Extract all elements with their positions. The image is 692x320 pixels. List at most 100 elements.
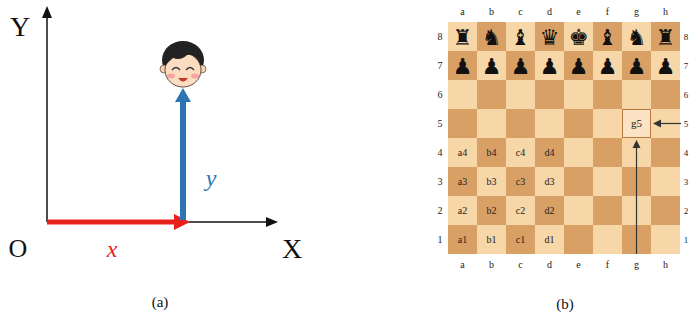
board-square [448, 138, 477, 167]
rank-number: 5 [438, 119, 443, 129]
square-name: a2 [458, 206, 467, 216]
y-axis [46, 18, 48, 222]
board-square [448, 80, 477, 109]
coordinate-label: x [107, 237, 118, 261]
axes [42, 6, 278, 230]
board-square [593, 196, 622, 225]
chess-piece: ♞ [482, 27, 502, 49]
chess-piece: ♞ [627, 27, 647, 49]
rank-number: 3 [684, 177, 689, 186]
file-letter: e [576, 260, 580, 270]
board-square [477, 167, 506, 196]
file-letter: c [518, 260, 522, 270]
chess-piece: ♜ [656, 27, 676, 49]
y-vector [180, 101, 186, 220]
file-letter: c [518, 7, 522, 17]
chess-piece: ♝ [598, 27, 618, 49]
board-square [477, 109, 506, 138]
origin-label: O [9, 236, 28, 262]
rank-number: 3 [438, 177, 443, 187]
board-square [651, 80, 680, 109]
square-name: c4 [516, 148, 525, 158]
board-square [448, 225, 477, 254]
file-letter: f [606, 7, 609, 17]
highlighted-square: g5 [622, 109, 651, 138]
board-square [564, 51, 593, 80]
y-vector-head [175, 88, 191, 102]
chess-piece: ♚ [569, 27, 589, 49]
board-square [477, 196, 506, 225]
board-square [448, 51, 477, 80]
board-square [506, 225, 535, 254]
square-name: b1 [487, 235, 497, 245]
rank-number: 1 [438, 235, 443, 245]
eye [172, 68, 180, 71]
chess-pawn: ♟ [453, 56, 473, 78]
board-square [506, 138, 535, 167]
square-name: d2 [545, 206, 555, 216]
board-square [593, 22, 622, 51]
board-square [564, 225, 593, 254]
rank-number: 1 [684, 235, 689, 244]
board-square [477, 22, 506, 51]
square-name: c2 [516, 206, 525, 216]
mouth [178, 78, 188, 82]
board-square [593, 80, 622, 109]
file-letter: b [489, 260, 494, 270]
rank-number: 5 [684, 119, 689, 128]
board-square [593, 109, 622, 138]
board-square [622, 80, 651, 109]
file-letter: a [460, 260, 464, 270]
eye [186, 68, 194, 71]
chess-piece: ♝ [511, 27, 531, 49]
board-square [535, 109, 564, 138]
rank-number: 6 [684, 90, 689, 99]
chess-piece: ♛ [540, 27, 560, 49]
pointer-line [636, 147, 637, 254]
board-square [535, 80, 564, 109]
file-letter: d [547, 7, 552, 17]
board-square [622, 22, 651, 51]
board-square [564, 138, 593, 167]
square-name: c3 [516, 177, 525, 187]
boy-head [160, 41, 206, 87]
rank-number: 7 [438, 61, 443, 71]
board-square [477, 138, 506, 167]
board-square [448, 196, 477, 225]
square-name: d1 [545, 235, 555, 245]
file-letter: f [606, 260, 609, 270]
panel-label: (a) [152, 295, 169, 310]
axis-name: Y [10, 13, 30, 41]
rank-number: 2 [684, 206, 689, 215]
cheek [167, 74, 175, 79]
file-letter: b [489, 7, 494, 17]
board-square [506, 196, 535, 225]
chess-pawn: ♟ [511, 56, 531, 78]
file-letter: g [634, 7, 639, 17]
board-square [593, 225, 622, 254]
board-square [651, 51, 680, 80]
board-square [506, 80, 535, 109]
y-axis-head [42, 6, 52, 18]
x-axis-head [266, 217, 278, 227]
square-name: d4 [545, 148, 555, 158]
board-square [564, 196, 593, 225]
square-name: c1 [516, 235, 525, 245]
chess-pawn: ♟ [569, 56, 589, 78]
bangs [165, 45, 202, 66]
chess-pawn: ♟ [540, 56, 560, 78]
board-square [477, 51, 506, 80]
cheek [191, 74, 199, 79]
board-square [448, 22, 477, 51]
board-square [506, 51, 535, 80]
rank-number: 8 [684, 32, 689, 41]
board-square [448, 109, 477, 138]
board-square [651, 167, 680, 196]
chess-pawn: ♟ [482, 56, 502, 78]
x-vector [47, 220, 176, 225]
board-square [477, 225, 506, 254]
board-square [651, 22, 680, 51]
file-letter: e [576, 7, 580, 17]
pointer-arrows [633, 120, 682, 255]
chess-piece: ♜ [453, 27, 473, 49]
